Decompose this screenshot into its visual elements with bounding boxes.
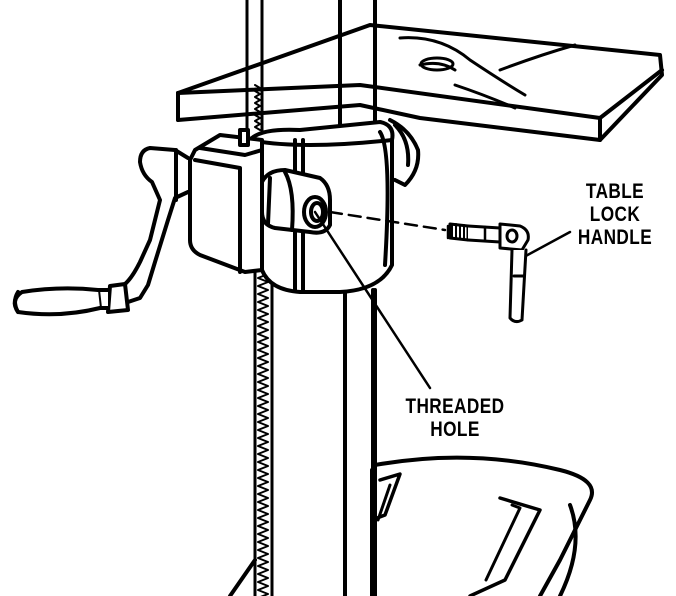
leader-lines [313, 210, 572, 390]
lower-bracket [228, 558, 257, 596]
table-lock-handle-label-line-1: TABLE [585, 180, 645, 203]
table-arm [388, 118, 421, 187]
base [370, 455, 594, 596]
table-lock-handle-label: TABLE LOCK HANDLE [570, 180, 660, 249]
threaded-hole-label-line-2: HOLE [430, 418, 480, 441]
work-table [176, 23, 664, 142]
rack [245, 0, 274, 596]
threaded-hole-label-line-1: THREADED [405, 395, 505, 418]
crank-housing [188, 128, 264, 274]
lock-handle-part [446, 222, 530, 324]
column [338, 0, 377, 596]
threaded-hole-label: THREADED HOLE [398, 395, 513, 441]
table-lock-handle-label-line-2: LOCK [589, 203, 641, 226]
lock-boss [260, 168, 332, 235]
table-lock-handle-label-line-3: HANDLE [577, 226, 653, 249]
crank-handle [12, 146, 190, 317]
